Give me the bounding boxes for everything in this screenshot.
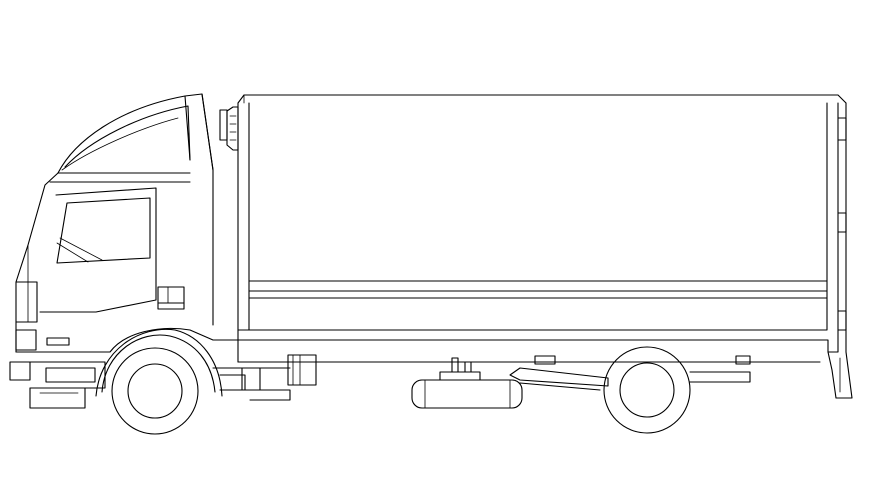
- front-chassis: [212, 339, 821, 401]
- rear-wheel: [603, 346, 691, 434]
- cargo-box: [237, 94, 847, 353]
- rear-hinges: [837, 102, 847, 353]
- front-bumper: [9, 361, 106, 409]
- fuel-tank: [411, 357, 523, 409]
- rear-suspension: [509, 355, 751, 391]
- cab: [15, 93, 239, 353]
- front-wheel: [95, 328, 223, 435]
- rear-bumper: [827, 351, 853, 399]
- reefer-unit: [219, 106, 239, 151]
